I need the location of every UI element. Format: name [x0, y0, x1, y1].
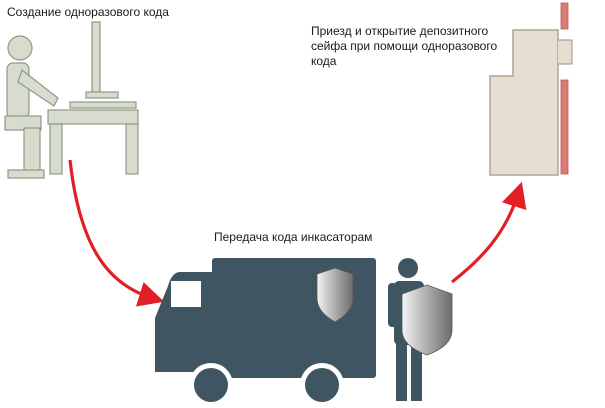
- step-transfer-code-label: Передача кода инкасаторам: [214, 230, 373, 244]
- arrow-create-to-transfer: [68, 159, 165, 307]
- shield-icon: [401, 284, 453, 356]
- deposit-safe-icon: [489, 2, 573, 176]
- step-create-code-label: Создание одноразового кода: [7, 5, 169, 19]
- person-at-computer-icon: [4, 21, 139, 179]
- shield-icon: [316, 267, 354, 323]
- step-arrival-open-label: Приезд и открытие депозитного сейфа при …: [311, 24, 498, 68]
- arrow-transfer-to-safe: [451, 181, 527, 284]
